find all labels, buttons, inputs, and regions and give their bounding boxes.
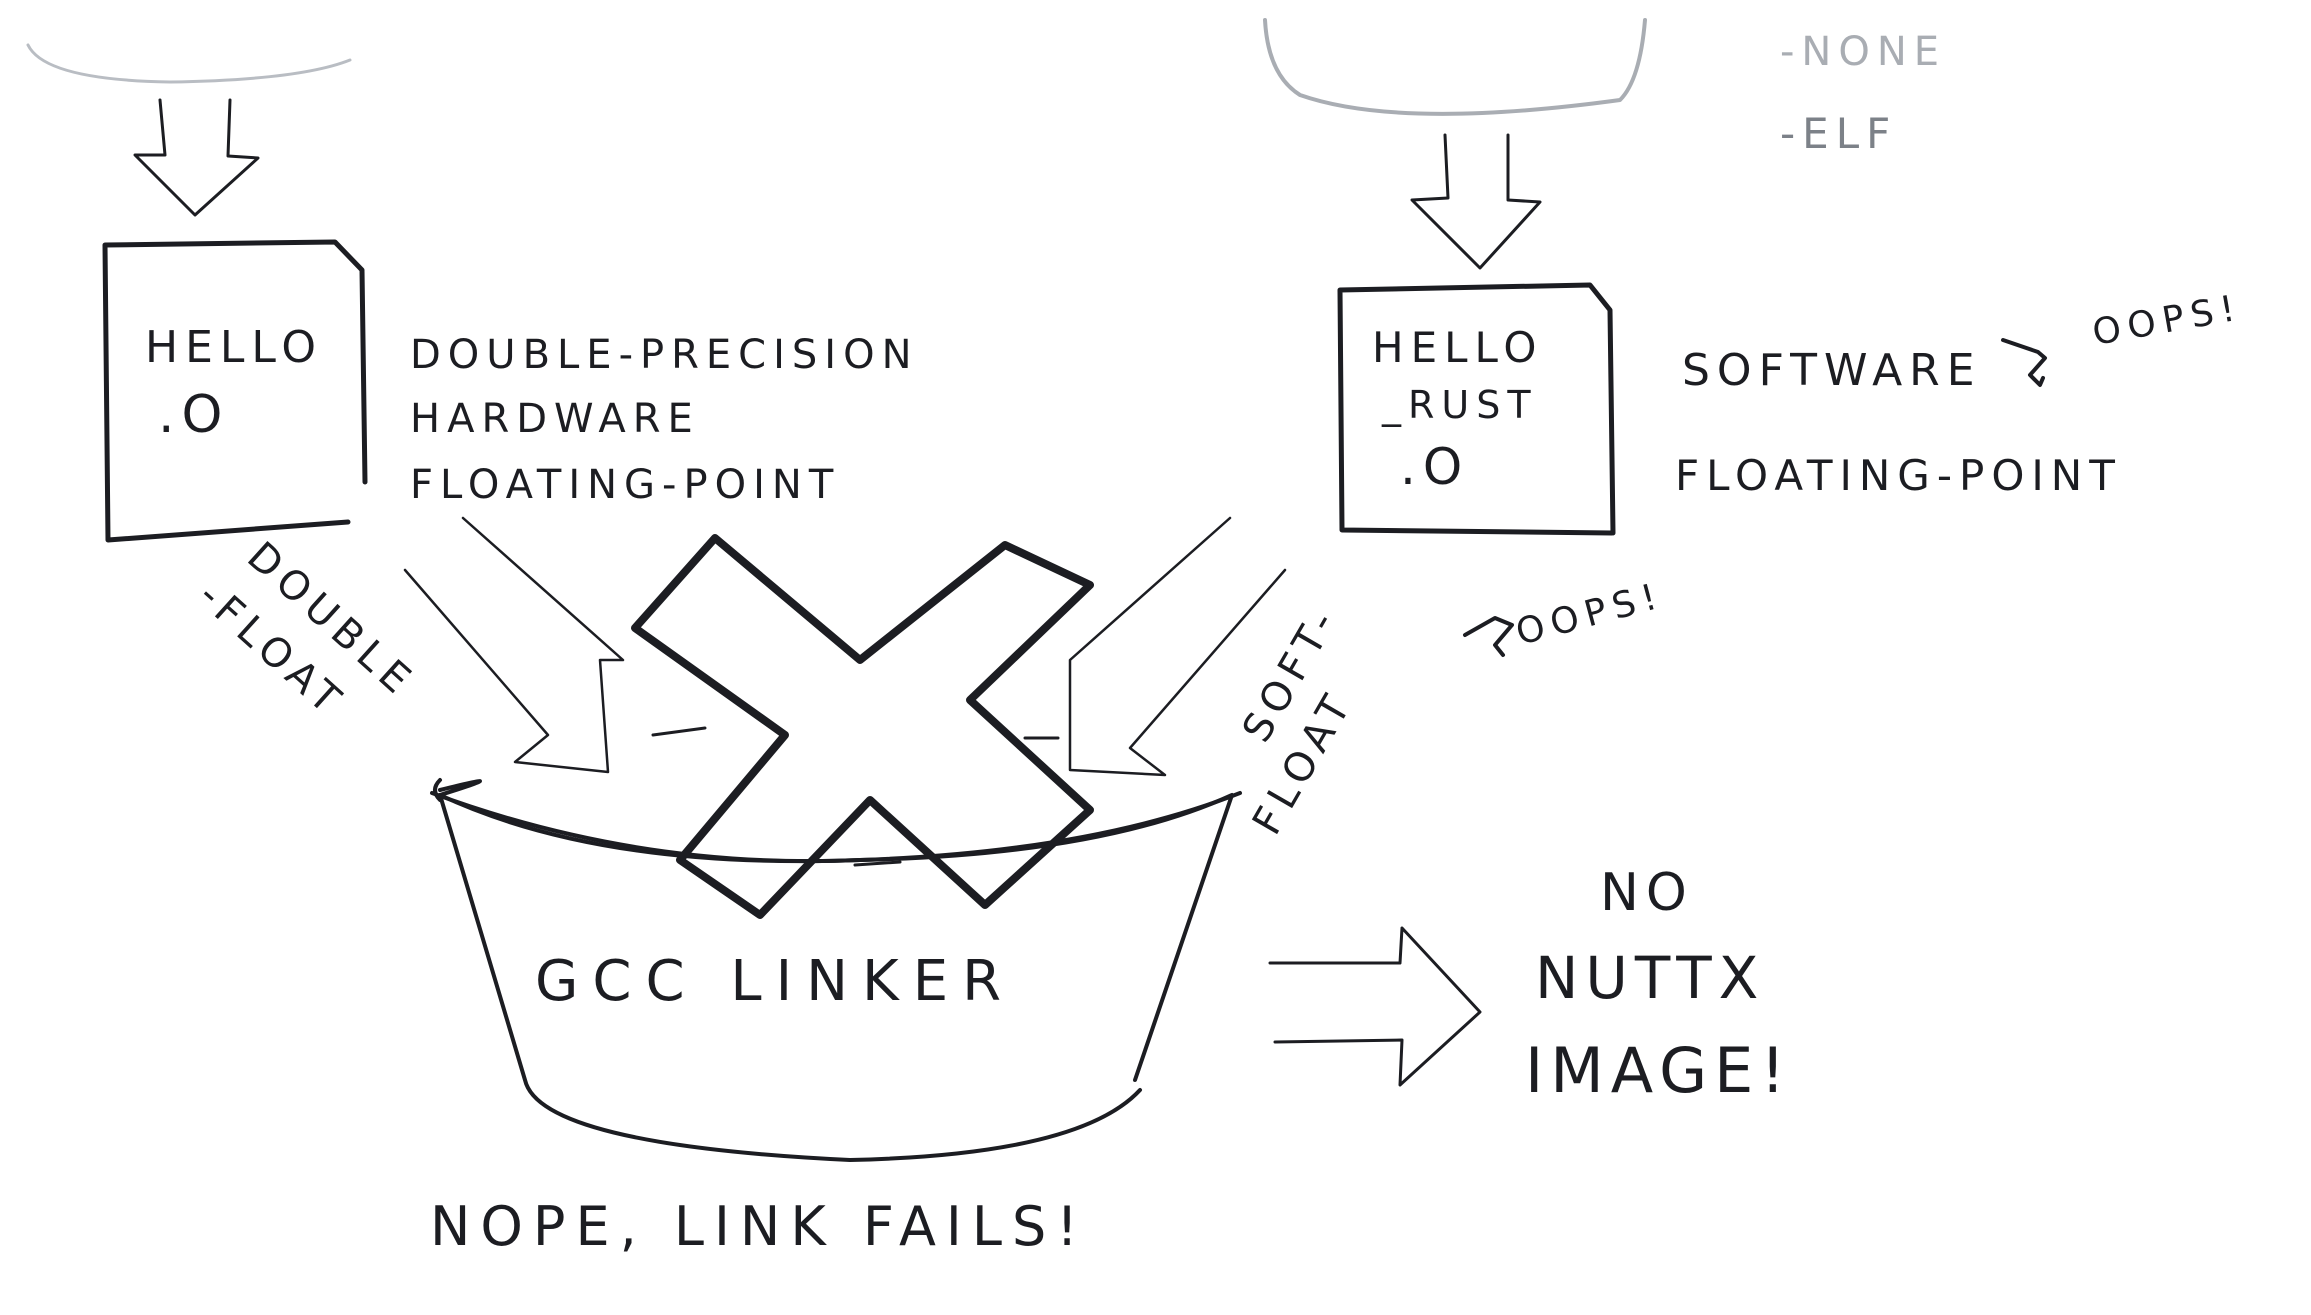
- gcc-linker-bin: [433, 778, 1234, 1162]
- oops-brace-right-desc: [2001, 338, 2047, 387]
- link-fails-caption: NOPE, LINK FAILS!: [430, 1195, 1088, 1258]
- left-desc-line3: FLOATING-POINT: [410, 462, 840, 508]
- hello-rust-o-line2: _RUST: [1381, 383, 1538, 427]
- hello-o-line1: HELLO: [145, 322, 323, 373]
- hello-rust-o-file-icon: [1337, 282, 1616, 536]
- oops-brace-right-abi: [1463, 616, 1514, 657]
- hello-rust-o-line1: HELLO: [1372, 323, 1543, 372]
- top-elf-label: -ELF: [1780, 109, 1897, 158]
- big-x-cross-mark: [631, 534, 1094, 919]
- top-left-faded-container: [26, 43, 352, 84]
- right-desc-line1: SOFTWARE: [1682, 345, 1982, 396]
- right-abi-oops: OOPS!: [1512, 575, 1668, 654]
- right-desc-oops: OOPS!: [2089, 287, 2245, 354]
- down-arrow-right: [1410, 133, 1542, 270]
- result-line1: NO: [1600, 863, 1694, 923]
- left-desc-line2: HARDWARE: [410, 396, 700, 442]
- dash-mark-center: [853, 860, 902, 867]
- right-input-arrow: [1068, 516, 1287, 777]
- hello-o-file-icon: [102, 239, 368, 543]
- top-none-label: -NONE: [1780, 29, 1946, 75]
- left-desc-line1: DOUBLE-PRECISION: [410, 332, 919, 378]
- right-desc-line2: FLOATING-POINT: [1675, 451, 2122, 500]
- result-line3: IMAGE!: [1525, 1034, 1792, 1107]
- hello-rust-o-line3: .O: [1400, 438, 1469, 496]
- down-arrow-left: [133, 98, 260, 217]
- hello-o-line2: .O: [158, 385, 229, 445]
- result-line2: NUTTX: [1535, 944, 1765, 1012]
- gcc-linker-bin-rim: [430, 791, 1242, 864]
- gcc-linker-label: GCC LINKER: [535, 949, 1015, 1014]
- left-input-arrow: [403, 516, 625, 774]
- top-right-faded-container: [1263, 18, 1647, 116]
- result-arrow: [1268, 926, 1482, 1087]
- dash-mark-left: [651, 726, 707, 737]
